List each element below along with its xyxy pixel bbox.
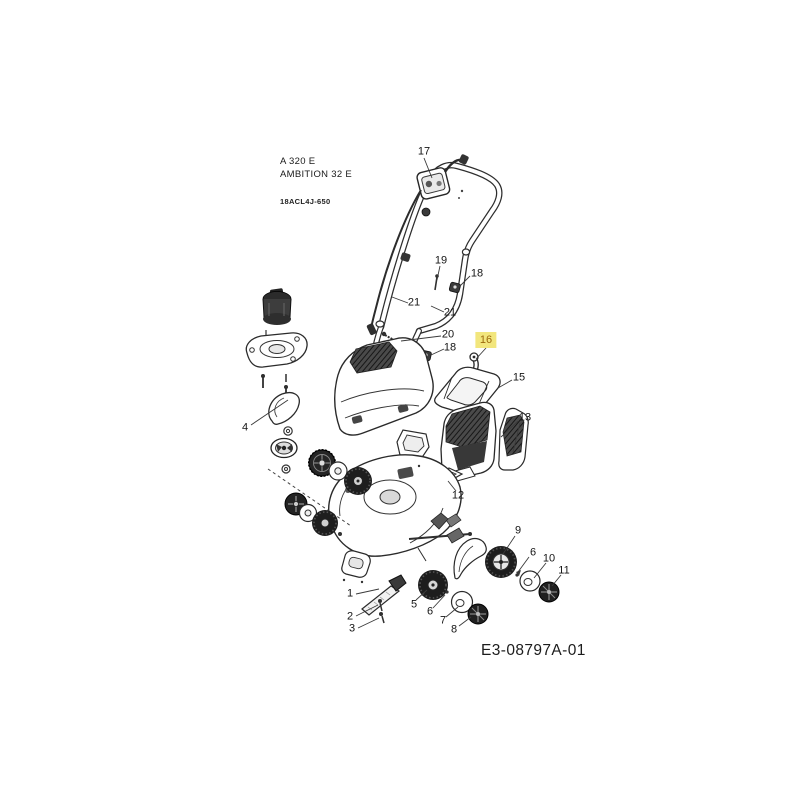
model-name-line1: A 320 E (280, 156, 316, 167)
part-label-18-upper[interactable]: 18 (470, 267, 484, 280)
part-label-3[interactable]: 3 (348, 622, 356, 635)
part-label-2[interactable]: 2 (346, 610, 354, 623)
part-label-13[interactable]: 13 (518, 411, 532, 424)
part-label-21-right[interactable]: 21 (443, 306, 457, 319)
part-label-15[interactable]: 15 (512, 371, 526, 384)
part-label-6-right[interactable]: 6 (529, 546, 537, 559)
model-code: 18ACL4J-650 (280, 197, 331, 206)
power-cable-drawing (366, 189, 431, 336)
part-label-5[interactable]: 5 (410, 598, 418, 611)
part-label-7[interactable]: 7 (439, 614, 447, 627)
motor-mount-plate-drawing (245, 332, 308, 397)
drawing-number: E3-08797A-01 (481, 642, 586, 659)
part-label-11[interactable]: 11 (558, 564, 570, 577)
front-wheels-drawing (267, 449, 372, 536)
part-label-4[interactable]: 4 (241, 421, 249, 434)
model-name-line2: AMBITION 32 E (280, 169, 353, 180)
switch-box-drawing (416, 154, 469, 200)
part-label-21-left[interactable]: 21 (407, 296, 421, 309)
part-label-1[interactable]: 1 (346, 587, 354, 600)
part-label-8[interactable]: 8 (450, 623, 458, 636)
rear-wheel-group-drawing (453, 537, 560, 603)
part-label-18-lower[interactable]: 18 (443, 341, 457, 354)
bottom-wheel-group-drawing (418, 570, 489, 625)
leader-lines (250, 157, 562, 629)
motor-cover-drawing (334, 337, 434, 436)
switch-housing-box-drawing (396, 429, 430, 460)
part-label-20[interactable]: 20 (441, 328, 455, 341)
part-label-9[interactable]: 9 (514, 524, 522, 537)
part-label-10[interactable]: 10 (542, 552, 556, 565)
belt-cover-part-4-drawing (268, 391, 300, 425)
part-label-6-left[interactable]: 6 (426, 605, 434, 618)
blade-hub-drawing (270, 426, 298, 474)
part-label-12[interactable]: 12 (451, 489, 465, 502)
motor-drawing (262, 288, 308, 348)
part-label-17[interactable]: 17 (417, 145, 431, 158)
blade-drawing (361, 574, 407, 624)
handle-bracket-drawing (341, 550, 371, 584)
part-label-16-highlighted[interactable]: 16 (475, 332, 497, 348)
grass-catcher-drawing (440, 401, 529, 484)
part-label-19[interactable]: 19 (434, 254, 448, 267)
